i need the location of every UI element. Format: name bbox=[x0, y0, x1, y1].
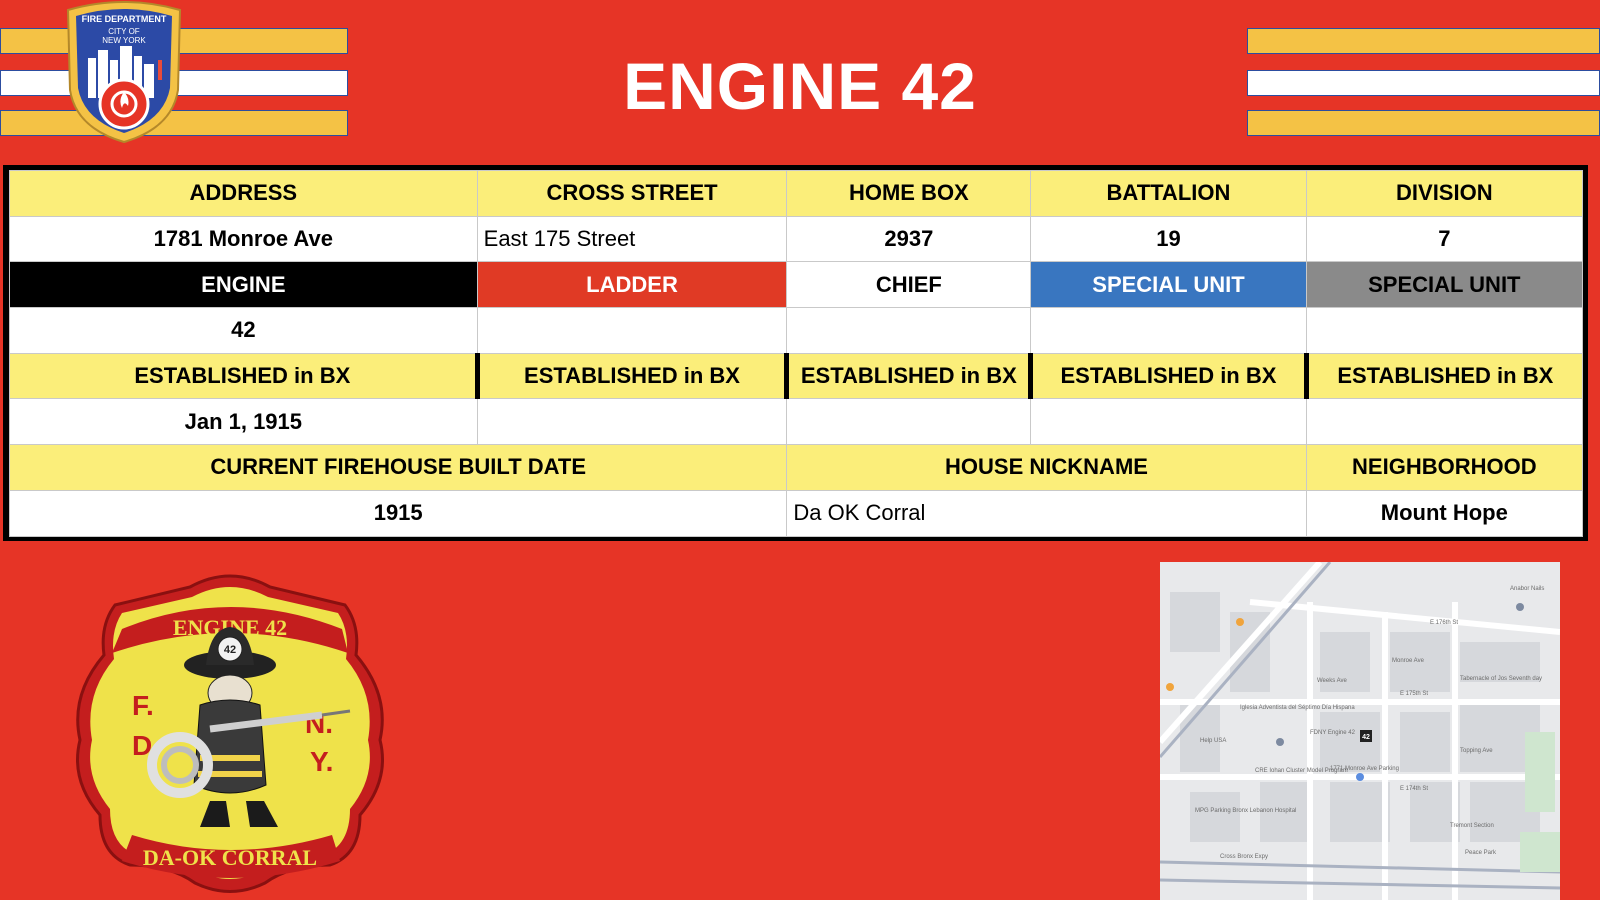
value-chief bbox=[786, 307, 1032, 354]
logo-text-line2: CITY OF bbox=[108, 27, 140, 36]
map-label-help: Help USA bbox=[1200, 738, 1226, 744]
engine-patch: ENGINE 42 DA-OK CORRAL F. D. N. Y. 42 bbox=[76, 574, 384, 893]
map-label-topping: Topping Ave bbox=[1460, 748, 1493, 754]
header-special-unit-1: SPECIAL UNIT bbox=[1030, 261, 1307, 309]
info-table: ADDRESS CROSS STREET HOME BOX BATTALION … bbox=[8, 170, 1584, 537]
value-established-engine: Jan 1, 1915 bbox=[9, 398, 478, 446]
map-label-parking: 1771 Monroe Ave Parking bbox=[1330, 766, 1399, 772]
map-label-monroe: Monroe Ave bbox=[1392, 658, 1425, 664]
value-house-nickname: Da OK Corral bbox=[786, 489, 1307, 537]
header-established-special-2: ESTABLISHED in BX bbox=[1303, 352, 1584, 400]
header-established-engine: ESTABLISHED in BX bbox=[9, 352, 478, 400]
info-table-frame: ADDRESS CROSS STREET HOME BOX BATTALION … bbox=[3, 165, 1588, 541]
stripe-left-gold-bottom bbox=[0, 110, 348, 136]
logo-text-line1: FIRE DEPARTMENT bbox=[82, 14, 167, 24]
stripe-right-gold-top bbox=[1247, 28, 1600, 54]
stripe-right-white bbox=[1247, 70, 1600, 96]
value-address: 1781 Monroe Ave bbox=[9, 215, 478, 263]
patch-helmet-number: 42 bbox=[224, 644, 236, 656]
value-special-unit-2 bbox=[1305, 307, 1584, 354]
value-established-special-2 bbox=[1305, 398, 1584, 446]
value-ladder bbox=[476, 307, 788, 354]
logo-text-line3: NEW YORK bbox=[102, 36, 146, 45]
value-division: 7 bbox=[1305, 215, 1584, 263]
value-established-special-1 bbox=[1030, 398, 1307, 446]
patch-letter-f: F. bbox=[132, 690, 154, 721]
header-chief: CHIEF bbox=[786, 261, 1032, 309]
table-row-values: 1781 Monroe Ave East 175 Street 2937 19 … bbox=[9, 215, 1584, 263]
header-battalion: BATTALION bbox=[1030, 170, 1307, 217]
table-row-established-headers: ESTABLISHED in BX ESTABLISHED in BX ESTA… bbox=[9, 352, 1584, 400]
table-row-established-values: Jan 1, 1915 bbox=[9, 398, 1584, 446]
map-label-anabor: Anabor Nails bbox=[1510, 586, 1544, 592]
patch-letter-y: Y. bbox=[310, 746, 333, 777]
map-label-e174: E 174th St bbox=[1400, 786, 1428, 792]
stripe-right-gold-bottom bbox=[1247, 110, 1600, 136]
map-label-cre: CRE Iohan Cluster Model Program bbox=[1255, 768, 1348, 774]
table-row-headers: ADDRESS CROSS STREET HOME BOX BATTALION … bbox=[9, 170, 1584, 217]
map-label-tremont: Tremont Section bbox=[1450, 823, 1494, 829]
table-row-bottom-values: 1915 Da OK Corral Mount Hope bbox=[8, 489, 1584, 537]
map-label-weeks: Weeks Ave bbox=[1317, 678, 1347, 684]
map-marker-number: 42 bbox=[1362, 734, 1370, 741]
map-label-cross-bronx: Cross Bronx Expy bbox=[1220, 854, 1268, 860]
header-special-unit-2: SPECIAL UNIT bbox=[1305, 261, 1584, 309]
value-home-box: 2937 bbox=[786, 215, 1032, 263]
header-division: DIVISION bbox=[1305, 170, 1584, 217]
header-home-box: HOME BOX bbox=[786, 170, 1032, 217]
value-neighborhood: Mount Hope bbox=[1305, 489, 1584, 537]
value-engine: 42 bbox=[9, 307, 478, 354]
header-built-date: CURRENT FIREHOUSE BUILT DATE bbox=[8, 444, 788, 491]
map-marker[interactable] bbox=[1360, 730, 1372, 742]
header-cross-street: CROSS STREET bbox=[476, 170, 788, 217]
header-house-nickname: HOUSE NICKNAME bbox=[786, 444, 1307, 491]
map-canvas: 42 FDNY Engine 42 Iglesia Adventista del… bbox=[1160, 562, 1560, 900]
header-established-chief: ESTABLISHED in BX bbox=[784, 352, 1032, 400]
table-row-bottom-headers: CURRENT FIREHOUSE BUILT DATE HOUSE NICKN… bbox=[8, 444, 1584, 491]
map-label-e176: E 176th St bbox=[1430, 620, 1458, 626]
value-established-chief bbox=[786, 398, 1032, 446]
header-neighborhood: NEIGHBORHOOD bbox=[1305, 444, 1584, 491]
header-established-special-1: ESTABLISHED in BX bbox=[1028, 352, 1307, 400]
table-row-unit-headers: ENGINE LADDER CHIEF SPECIAL UNIT SPECIAL… bbox=[9, 261, 1584, 309]
patch-bottom-banner: DA-OK CORRAL bbox=[143, 845, 317, 870]
firefighter-figure: 42 bbox=[147, 627, 351, 827]
table-row-unit-values: 42 bbox=[9, 307, 1584, 354]
map-label-mpg: MPG Parking Bronx Lebanon Hospital bbox=[1195, 808, 1296, 814]
page-title: ENGINE 42 bbox=[623, 49, 977, 123]
map-label-engine: FDNY Engine 42 bbox=[1310, 730, 1356, 736]
location-map[interactable]: 42 FDNY Engine 42 Iglesia Adventista del… bbox=[1160, 562, 1560, 900]
map-label-church: Iglesia Adventista del Séptimo Día Hispa… bbox=[1240, 705, 1355, 711]
header-ladder: LADDER bbox=[476, 261, 788, 309]
value-special-unit-1 bbox=[1030, 307, 1307, 354]
header-engine: ENGINE bbox=[9, 261, 478, 309]
map-label-tabernacle: Tabernacle of Jos Seventh day bbox=[1460, 676, 1542, 682]
value-battalion: 19 bbox=[1030, 215, 1307, 263]
header-established-ladder: ESTABLISHED in BX bbox=[474, 352, 788, 400]
header-address: ADDRESS bbox=[9, 170, 478, 217]
fdny-logo: FIRE DEPARTMENT CITY OF NEW YORK bbox=[66, 1, 182, 144]
value-established-ladder bbox=[476, 398, 788, 446]
value-cross-street: East 175 Street bbox=[476, 215, 788, 263]
value-built-date: 1915 bbox=[8, 489, 788, 537]
map-label-e175: E 175th St bbox=[1400, 691, 1428, 697]
map-label-peace-park: Peace Park bbox=[1465, 850, 1497, 856]
